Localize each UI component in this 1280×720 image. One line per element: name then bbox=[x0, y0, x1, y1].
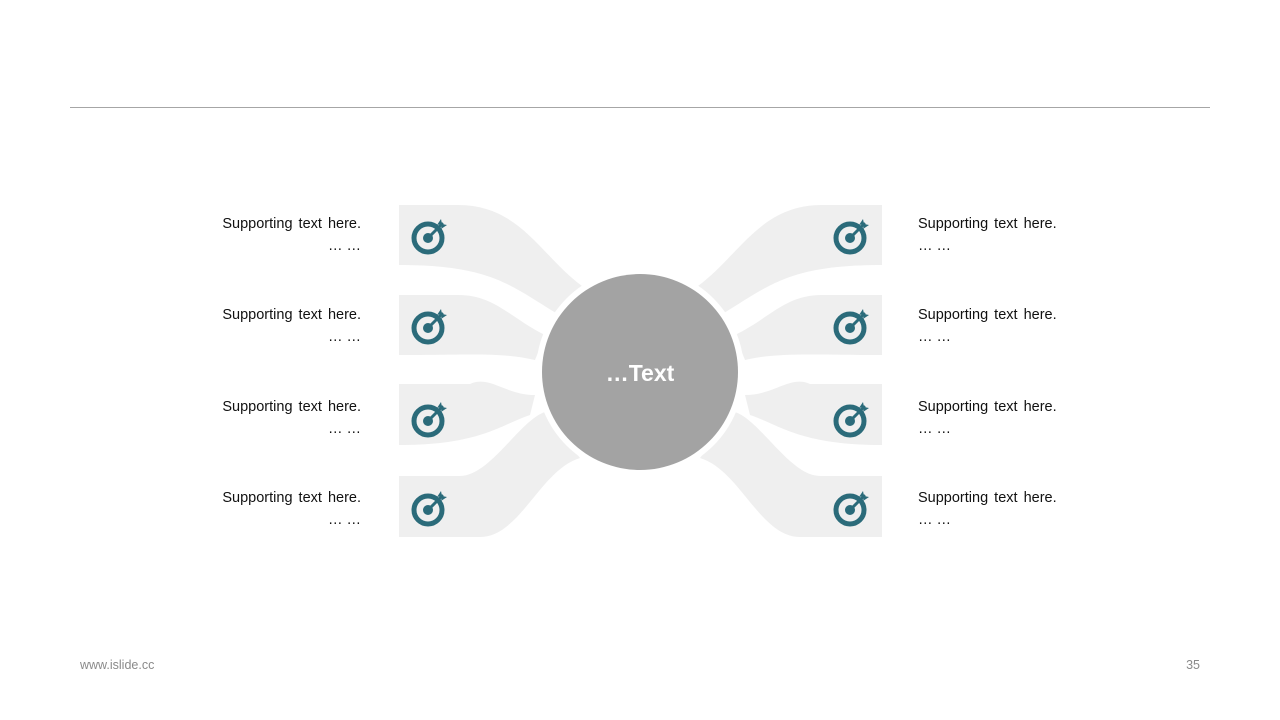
branches-left bbox=[399, 205, 582, 537]
item-text: Supporting text here. bbox=[222, 399, 361, 415]
item-ellipsis: … … bbox=[918, 238, 952, 254]
branch-left-1 bbox=[399, 205, 582, 313]
item-text: Supporting text here. bbox=[918, 216, 1057, 232]
item-ellipsis: … … bbox=[918, 329, 952, 345]
item-text: Supporting text here. bbox=[918, 490, 1057, 506]
item-left-3: Supporting text here. … … bbox=[161, 396, 361, 440]
center-label: …Text bbox=[606, 360, 675, 386]
item-text: Supporting text here. bbox=[222, 307, 361, 323]
item-right-3: Supporting text here. … … bbox=[918, 396, 1118, 440]
branch-right-2 bbox=[735, 295, 882, 360]
item-ellipsis: … … bbox=[918, 512, 952, 528]
item-right-2: Supporting text here. … … bbox=[918, 304, 1118, 348]
item-text: Supporting text here. bbox=[918, 307, 1057, 323]
page-number: 35 bbox=[1186, 658, 1200, 672]
footer-url[interactable]: www.islide.cc bbox=[80, 658, 155, 672]
item-ellipsis: … … bbox=[918, 421, 952, 437]
item-left-4: Supporting text here. … … bbox=[161, 487, 361, 531]
item-ellipsis: … … bbox=[327, 238, 361, 254]
title-divider bbox=[70, 107, 1210, 108]
item-text: Supporting text here. bbox=[918, 399, 1057, 415]
item-text: Supporting text here. bbox=[222, 490, 361, 506]
item-text: Supporting text here. bbox=[222, 216, 361, 232]
item-right-1: Supporting text here. … … bbox=[918, 213, 1118, 257]
item-ellipsis: … … bbox=[327, 512, 361, 528]
branch-left-4 bbox=[399, 412, 580, 537]
center-circle bbox=[542, 274, 738, 470]
item-ellipsis: … … bbox=[327, 329, 361, 345]
item-right-4: Supporting text here. … … bbox=[918, 487, 1118, 531]
branch-right-3 bbox=[745, 381, 882, 445]
item-left-1: Supporting text here. … … bbox=[161, 213, 361, 257]
branch-left-2 bbox=[399, 295, 545, 360]
item-ellipsis: … … bbox=[327, 421, 361, 437]
branch-left-3 bbox=[399, 381, 535, 445]
item-left-2: Supporting text here. … … bbox=[161, 304, 361, 348]
